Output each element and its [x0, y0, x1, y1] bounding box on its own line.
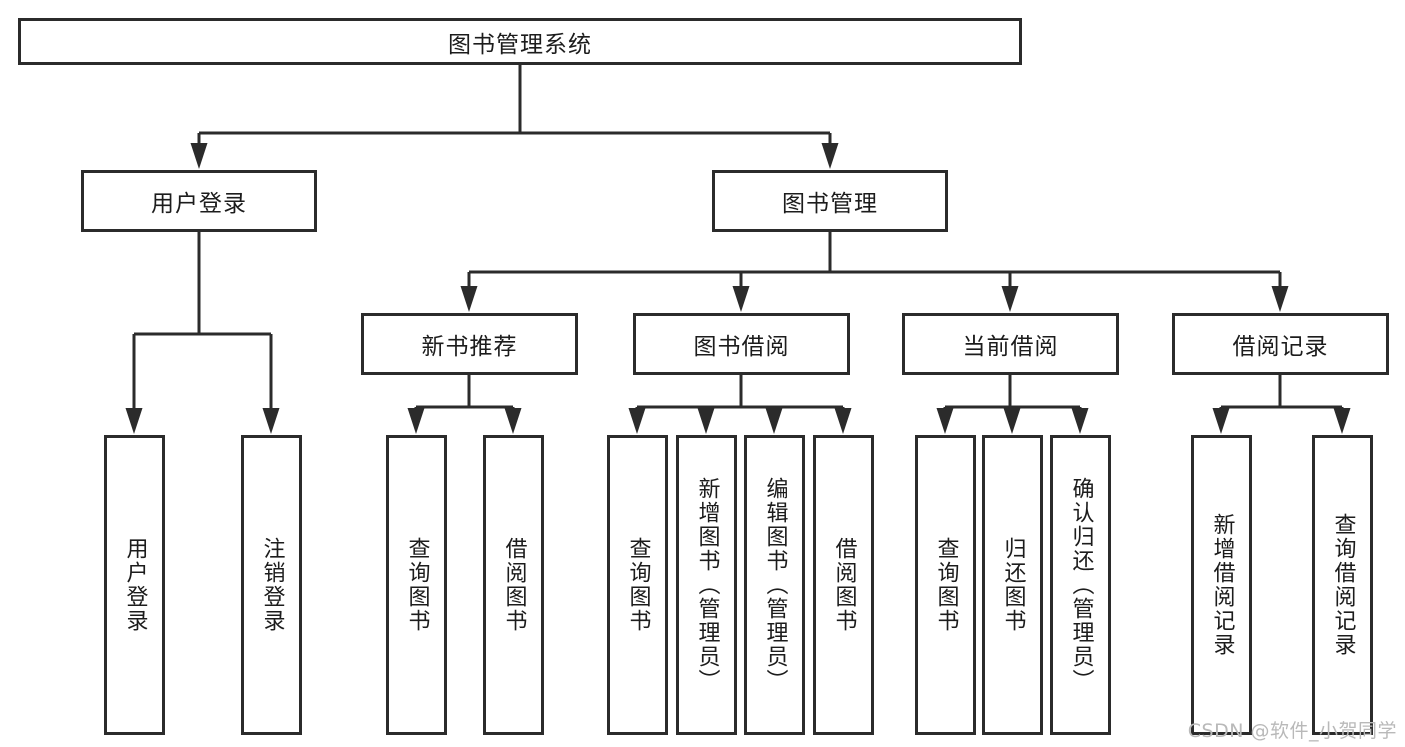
arrow-head-icon	[407, 408, 425, 434]
node-leaf-query-book-2-box[interactable]	[607, 435, 668, 735]
node-user-login[interactable]	[81, 170, 317, 232]
connector-group-user-login-to-leaves	[125, 232, 280, 434]
node-leaf-borrow-book-1-box[interactable]	[483, 435, 544, 735]
node-book-manage[interactable]	[712, 170, 948, 232]
node-leaf-add-book-admin[interactable]	[676, 435, 737, 735]
node-leaf-logout-login-box[interactable]	[241, 435, 302, 735]
node-leaf-borrow-book-1[interactable]	[483, 435, 544, 735]
node-leaf-borrow-book-2-box[interactable]	[813, 435, 874, 735]
node-leaf-borrow-book-2[interactable]	[813, 435, 874, 735]
connector-group-book-borrow-to-leaves	[628, 375, 852, 434]
node-book-manage-box[interactable]	[712, 170, 948, 232]
node-box-layer	[18, 18, 1389, 735]
arrow-head-icon	[732, 286, 750, 312]
node-book-borrow-box[interactable]	[633, 313, 850, 375]
node-leaf-return-book-box[interactable]	[982, 435, 1043, 735]
node-current-borrow-box[interactable]	[902, 313, 1119, 375]
node-leaf-edit-book-admin[interactable]	[744, 435, 805, 735]
arrow-head-icon	[460, 286, 478, 312]
node-leaf-query-borrow-record[interactable]	[1312, 435, 1373, 735]
node-leaf-edit-book-admin-box[interactable]	[744, 435, 805, 735]
node-borrow-record[interactable]	[1172, 313, 1389, 375]
node-leaf-query-book-3-box[interactable]	[915, 435, 976, 735]
arrow-head-icon	[504, 408, 522, 434]
node-leaf-query-borrow-record-box[interactable]	[1312, 435, 1373, 735]
connector-group-borrow-record-to-leaves	[1212, 375, 1351, 434]
node-leaf-add-borrow-record-box[interactable]	[1191, 435, 1252, 735]
connector-group-current-borrow-to-leaves	[936, 375, 1089, 434]
arrow-head-icon	[1271, 286, 1289, 312]
arrow-head-icon	[1212, 408, 1230, 434]
connector-group-root-to-level2	[190, 65, 839, 169]
node-new-book-recommend[interactable]	[361, 313, 578, 375]
connector-group-book-manage-to-level3	[460, 232, 1289, 312]
arrow-head-icon	[190, 143, 208, 169]
arrow-head-icon	[697, 408, 715, 434]
arrow-head-icon	[1003, 408, 1021, 434]
node-borrow-record-box[interactable]	[1172, 313, 1389, 375]
arrow-head-icon	[125, 408, 143, 434]
arrow-head-icon	[936, 408, 954, 434]
node-new-book-recommend-box[interactable]	[361, 313, 578, 375]
node-leaf-query-book-3[interactable]	[915, 435, 976, 735]
node-leaf-logout-login[interactable]	[241, 435, 302, 735]
node-leaf-confirm-return-admin-box[interactable]	[1050, 435, 1111, 735]
connector-group-new-book-recommend-to-leaves	[407, 375, 522, 434]
node-leaf-user-login-box[interactable]	[104, 435, 165, 735]
node-leaf-add-book-admin-box[interactable]	[676, 435, 737, 735]
node-leaf-add-borrow-record[interactable]	[1191, 435, 1252, 735]
arrow-head-icon	[1333, 408, 1351, 434]
arrow-head-icon	[821, 143, 839, 169]
arrow-head-icon	[834, 408, 852, 434]
node-leaf-user-login[interactable]	[104, 435, 165, 735]
node-root[interactable]	[18, 18, 1022, 65]
connector-layer	[125, 65, 1351, 434]
node-leaf-confirm-return-admin[interactable]	[1050, 435, 1111, 735]
arrow-head-icon	[262, 408, 280, 434]
node-root-box[interactable]	[18, 18, 1022, 65]
node-leaf-query-book-1-box[interactable]	[386, 435, 447, 735]
arrow-head-icon	[1001, 286, 1019, 312]
arrow-head-icon	[628, 408, 646, 434]
arrow-head-icon	[765, 408, 783, 434]
node-leaf-query-book-1[interactable]	[386, 435, 447, 735]
node-book-borrow[interactable]	[633, 313, 850, 375]
node-current-borrow[interactable]	[902, 313, 1119, 375]
node-user-login-box[interactable]	[81, 170, 317, 232]
node-leaf-query-book-2[interactable]	[607, 435, 668, 735]
node-leaf-return-book[interactable]	[982, 435, 1043, 735]
arrow-head-icon	[1071, 408, 1089, 434]
